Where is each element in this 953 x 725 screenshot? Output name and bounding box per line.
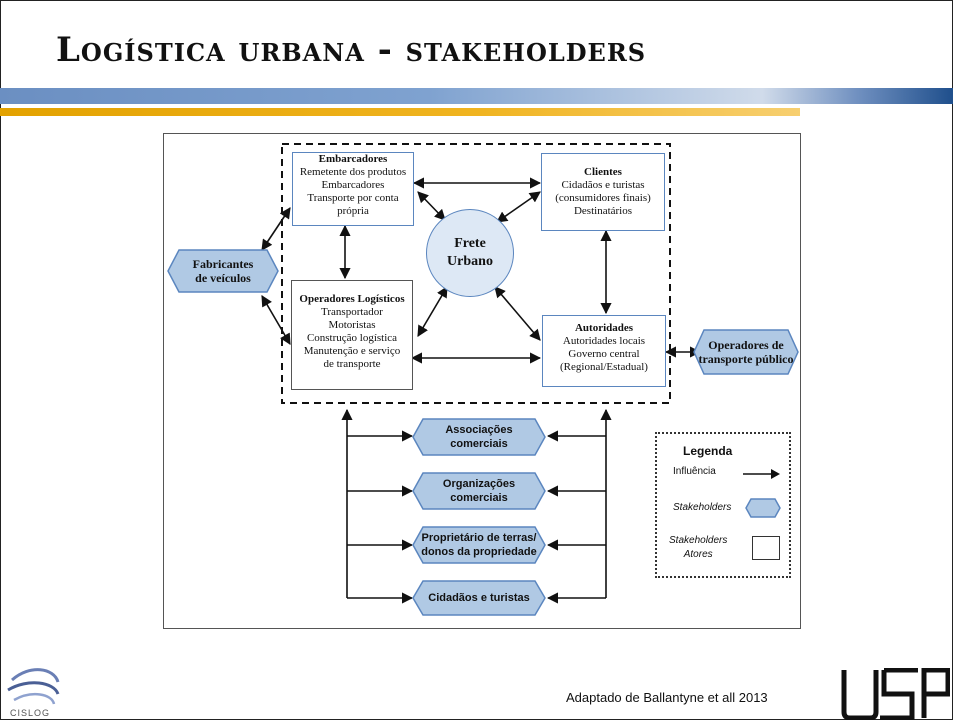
autoridades-line: Autoridades locais	[562, 335, 646, 347]
legend: Legenda Influência Stakeholders Stakehol…	[655, 432, 791, 578]
autoridades-line: Governo central	[568, 348, 640, 360]
proprietario-label: Proprietário de terras/	[421, 532, 537, 544]
cislog-logo: CISLOG	[4, 660, 64, 723]
organizacoes-label: Organizações	[442, 478, 516, 490]
operadores-logisticos-line: Motoristas	[328, 319, 376, 331]
clientes-heading: Clientes	[584, 166, 622, 178]
organizacoes-label: comerciais	[450, 492, 508, 504]
operadores-logisticos-line: de transporte	[323, 358, 381, 370]
legend-hexagon-icon	[745, 498, 781, 518]
legend-actors-label: Atores	[683, 549, 713, 560]
slide-title: Logística urbana - stakeholders	[56, 30, 647, 70]
autoridades-box: Autoridades Autoridades locais Governo c…	[542, 315, 666, 387]
embarcadores-box: Embarcadores Remetente dos produtos Emba…	[292, 152, 414, 226]
cidadaos-label: Cidadãos e turistas	[428, 592, 530, 604]
embarcadores-line: Remetente dos produtos	[299, 166, 407, 178]
operadores-transporte-label: transporte público	[698, 352, 794, 366]
frete-urbano-node: Frete Urbano	[426, 209, 514, 297]
frete-urbano-label: Urbano	[447, 254, 493, 269]
autoridades-heading: Autoridades	[574, 322, 634, 334]
organizacoes-hexagon: Organizações comerciais	[412, 472, 546, 510]
usp-logo	[840, 667, 951, 725]
legend-square-icon	[752, 536, 780, 560]
legend-title: Legenda	[683, 444, 733, 458]
arrow-clientes-frete	[496, 191, 541, 223]
operadores-transporte-label: Operadores de	[708, 338, 784, 352]
operadores-logisticos-heading: Operadores Logísticos	[299, 293, 405, 305]
system-boundary	[281, 143, 671, 404]
embarcadores-line: Transporte por conta	[307, 192, 399, 204]
cidadaos-hexagon: Cidadãos e turistas	[412, 580, 546, 616]
arrow-fabricantes-embarcadores	[261, 207, 291, 251]
legend-actors-label: Stakeholders	[669, 535, 728, 546]
clientes-line: (consumidores finais)	[555, 192, 651, 204]
associacoes-hexagon: Associações comerciais	[412, 418, 546, 456]
arrow-fabricantes-operadores	[261, 295, 291, 345]
operadores-logisticos-line: Manutenção e serviço	[303, 345, 401, 357]
clientes-line: Cidadãos e turistas	[561, 179, 645, 191]
fabricantes-label: Fabricantes	[192, 257, 254, 271]
proprietario-hexagon: Proprietário de terras/donos da propried…	[412, 526, 546, 564]
frete-urbano-label: Frete	[454, 236, 486, 251]
embarcadores-line: Embarcadores	[321, 179, 385, 191]
legend-influence-label: Influência	[673, 466, 716, 477]
fabricantes-label: de veículos	[195, 271, 251, 285]
associacoes-label: Associações	[445, 424, 513, 436]
title-underline-blue	[0, 88, 953, 104]
associacoes-label: comerciais	[450, 438, 508, 450]
proprietario-label: donos da propriedade	[421, 546, 537, 558]
legend-arrow-icon	[743, 469, 780, 479]
cislog-logo-text: CISLOG	[10, 708, 51, 718]
autoridades-line: (Regional/Estadual)	[560, 361, 648, 373]
embarcadores-heading: Embarcadores	[318, 153, 388, 165]
source-caption: Adaptado de Ballantyne et all 2013	[566, 690, 768, 705]
operadores-logisticos-box: Operadores Logísticos Transportador Moto…	[291, 280, 413, 390]
clientes-line: Destinatários	[573, 205, 633, 217]
arrow-embarcadores-frete	[417, 191, 446, 221]
arrow-autoridades-frete	[494, 286, 541, 341]
title-underline-gold	[0, 108, 800, 116]
arrow-operadores-frete	[417, 286, 448, 337]
clientes-box: Clientes Cidadãos e turistas (consumidor…	[541, 153, 665, 231]
operadores-logisticos-line: Construção logística	[306, 332, 398, 344]
operadores-logisticos-line: Transportador	[321, 306, 383, 318]
embarcadores-line: própria	[337, 205, 369, 217]
legend-stakeholders-label: Stakeholders	[673, 502, 732, 513]
